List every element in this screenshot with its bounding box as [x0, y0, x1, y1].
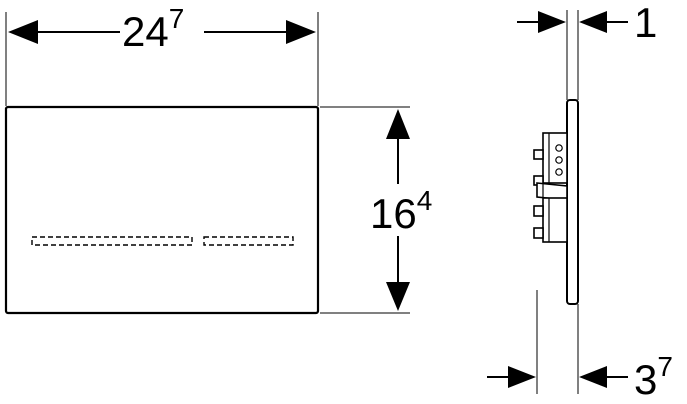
depth-value: 3	[634, 356, 657, 403]
thickness-dimension-label: 1	[634, 0, 657, 46]
depth-dimension-label: 37	[634, 351, 673, 403]
front-view: 247 164	[4, 3, 432, 315]
width-value: 24	[122, 8, 169, 55]
thickness-dimension-line	[517, 11, 628, 33]
flush-plate-side	[566, 99, 579, 305]
height-superscript: 4	[417, 185, 433, 216]
flush-plate-front	[4, 105, 320, 315]
width-dimension-line	[8, 20, 316, 44]
depth-superscript: 7	[657, 351, 673, 382]
width-dimension-label: 247	[122, 3, 184, 55]
width-superscript: 7	[169, 3, 185, 34]
sensor-window-right	[203, 236, 294, 246]
side-view: 1	[487, 0, 673, 403]
actuator-mechanism	[533, 132, 568, 243]
sensor-window-left	[31, 236, 193, 246]
height-dimension-line	[386, 109, 410, 311]
height-dimension-label: 164	[370, 185, 432, 237]
depth-dimension-line	[487, 366, 628, 388]
height-value: 16	[370, 190, 417, 237]
thickness-value: 1	[634, 0, 657, 46]
